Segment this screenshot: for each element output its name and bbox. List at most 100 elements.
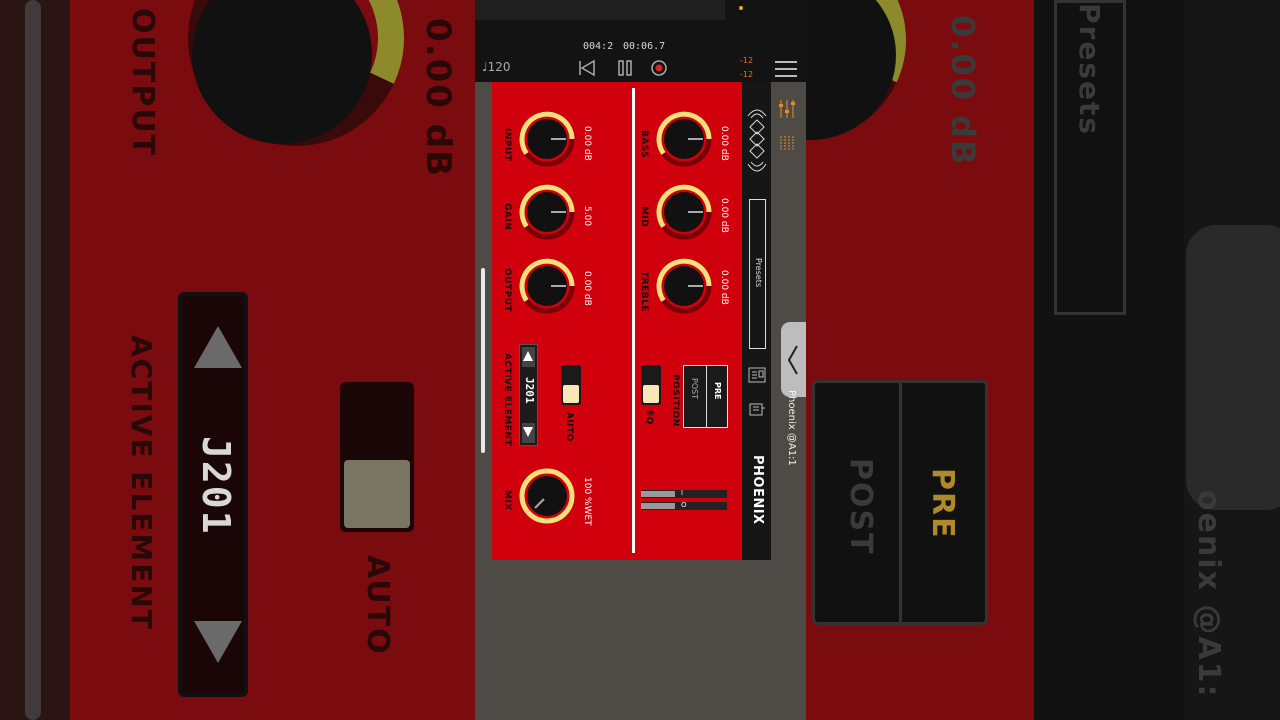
- output-level-fill: [641, 503, 675, 509]
- active-element-label: ACTIVE ELEMENT: [502, 353, 512, 447]
- background-track-label: oenix @A1:: [1191, 490, 1226, 699]
- output-value: 0.00 dB: [582, 271, 592, 306]
- output-level-label: O: [681, 501, 687, 509]
- position-selector: POST PRE: [683, 365, 728, 428]
- record-button[interactable]: [649, 58, 669, 78]
- preset-list-icon[interactable]: [748, 400, 766, 418]
- position-label: POSITION: [670, 374, 680, 427]
- background-down-arrow: [194, 621, 242, 663]
- background-scrollbar: [25, 0, 41, 720]
- record-icon: [651, 60, 667, 76]
- presets-label: Presets: [754, 258, 763, 288]
- input-level-meter: I: [641, 489, 727, 498]
- brand-logo: [745, 102, 769, 192]
- column-divider: [632, 88, 635, 553]
- background-element-box: J201: [178, 292, 248, 697]
- active-element-value: J201: [523, 377, 536, 404]
- bass-knob[interactable]: [655, 110, 713, 168]
- background-right-zoom: 0.00 dB PRE POST Presets oenix @A1:: [806, 0, 1280, 720]
- host-right-strip: [771, 82, 806, 720]
- input-value: 0.00 dB: [582, 126, 592, 161]
- background-prepost: PRE POST: [812, 380, 988, 625]
- input-knob[interactable]: [518, 110, 576, 168]
- auto-switch-thumb: [563, 385, 579, 403]
- pre-label: PRE: [713, 382, 722, 400]
- active-element-selector: J201: [519, 344, 538, 446]
- background-post-label: POST: [843, 458, 878, 556]
- collapse-panel-handle[interactable]: [781, 322, 806, 397]
- eq-switch[interactable]: [641, 365, 661, 405]
- plugin-name: PHOENIX: [750, 455, 765, 525]
- post-label: POST: [690, 378, 699, 400]
- output-level-meter: O: [641, 501, 727, 510]
- input-level-fill: [641, 491, 675, 497]
- position-time: 00:06.7: [623, 41, 666, 52]
- background-sidebar: [1034, 0, 1184, 720]
- mid-label: MID: [639, 206, 649, 228]
- gain-label: GAIN: [502, 203, 512, 231]
- bass-label: BASS: [639, 130, 649, 159]
- presets-button[interactable]: Presets: [749, 199, 766, 349]
- plugin-panel: INPUT 0.00 dB GAIN 5.00 OUTPUT 0.00 dB J…: [492, 82, 771, 560]
- rewind-button[interactable]: [577, 58, 597, 78]
- position-bars: 004:2: [583, 41, 614, 52]
- element-down-button[interactable]: [522, 423, 535, 443]
- gain-value: 5.00: [582, 206, 592, 227]
- mix-value: 100 %WET: [582, 477, 592, 526]
- mix-label: MIX: [502, 490, 512, 511]
- background-up-arrow: [194, 326, 242, 368]
- eq-label: EQ: [644, 410, 654, 425]
- background-pre-label: PRE: [925, 468, 960, 540]
- pause-button[interactable]: [615, 58, 635, 78]
- auto-label: AUTO: [564, 412, 574, 442]
- output-knob[interactable]: [518, 257, 576, 315]
- background-tab: [1186, 225, 1280, 510]
- meter-left: -12: [740, 56, 754, 65]
- background-output-label: OUTPUT: [125, 8, 160, 158]
- playhead-dot: [739, 6, 743, 10]
- gain-knob[interactable]: [518, 183, 576, 241]
- menu-icon-line: [775, 61, 797, 63]
- tempo-display[interactable]: ♩120: [482, 60, 511, 74]
- background-active-element-label: ACTIVE ELEMENT: [125, 335, 158, 631]
- background-element-name: J201: [194, 436, 238, 536]
- timeline-strip[interactable]: [475, 0, 725, 20]
- bass-value: 0.00 dB: [719, 126, 729, 161]
- phone-screen: 004:2 00:06.7 ♩120 -12 -12: [475, 0, 806, 720]
- treble-knob[interactable]: [655, 257, 713, 315]
- track-label: Phoenix @A1:1: [786, 390, 797, 466]
- mid-knob[interactable]: [655, 183, 713, 241]
- meter-right: -12: [740, 70, 754, 79]
- background-auto-label: AUTO: [360, 555, 395, 656]
- background-value-right: 0.00 dB: [944, 15, 982, 167]
- save-preset-icon[interactable]: [748, 366, 766, 384]
- mid-value: 0.00 dB: [719, 198, 729, 233]
- menu-button[interactable]: [775, 58, 797, 78]
- auto-switch[interactable]: [561, 365, 581, 405]
- input-label: INPUT: [502, 128, 512, 162]
- position-pre-button[interactable]: PRE: [706, 366, 728, 427]
- input-level-label: I: [681, 489, 684, 497]
- pause-icon: [618, 60, 632, 76]
- plugin-sidebar: Presets PHOENIX: [742, 82, 771, 560]
- channel-strip-icon[interactable]: [778, 132, 796, 154]
- eq-switch-thumb: [643, 385, 659, 403]
- output-label: OUTPUT: [502, 268, 512, 313]
- mix-knob[interactable]: [518, 467, 576, 525]
- scroll-indicator[interactable]: [481, 268, 485, 453]
- background-auto-switch: [340, 382, 414, 532]
- mixer-sliders-icon[interactable]: [778, 98, 796, 120]
- background-presets-label: Presets: [1073, 3, 1106, 137]
- treble-label: TREBLE: [639, 271, 649, 312]
- background-left-zoom: 0.00 dB OUTPUT ACTIVE ELEMENT J201 AUTO: [0, 0, 475, 720]
- background-presets-box: Presets: [1054, 0, 1126, 315]
- chevron-left-icon: [787, 345, 798, 375]
- position-post-button[interactable]: POST: [684, 366, 706, 427]
- element-up-button[interactable]: [522, 347, 535, 367]
- rewind-icon: [579, 59, 595, 77]
- background-value: 0.00 dB: [418, 18, 458, 178]
- background-knob: [192, 0, 372, 144]
- transport-bar: 004:2 00:06.7 ♩120 -12 -12: [475, 0, 806, 82]
- treble-value: 0.00 dB: [719, 270, 729, 305]
